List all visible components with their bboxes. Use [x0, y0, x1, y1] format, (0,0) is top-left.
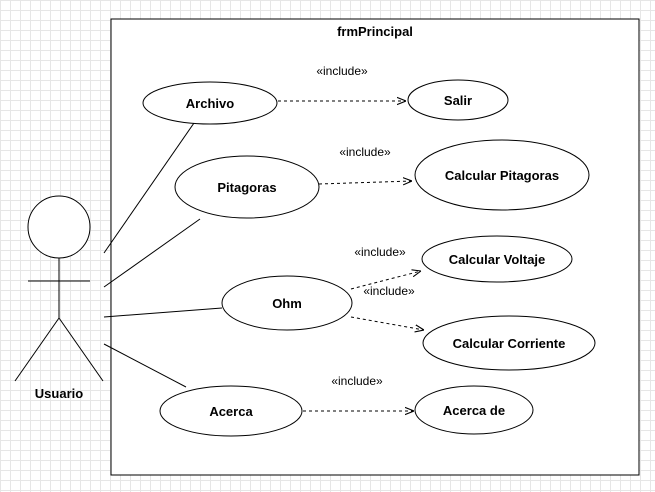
- use-case-pitagoras-ellipse: [174, 155, 320, 219]
- system-title: frmPrincipal: [337, 24, 413, 39]
- use-case-acerca-de-label: Acerca de: [443, 403, 505, 418]
- actor-right-leg: [58, 317, 104, 382]
- association-acerca: [103, 343, 187, 388]
- use-case-acerca[interactable]: Acerca: [159, 385, 303, 437]
- use-case-pitagoras[interactable]: Pitagoras: [174, 155, 320, 219]
- use-case-acerca-de-ellipse: [414, 385, 534, 435]
- use-case-ohm[interactable]: Ohm: [221, 275, 353, 331]
- use-case-calcular-pitagoras[interactable]: Calcular Pitagoras: [414, 139, 590, 211]
- use-case-calcular-pitagoras-ellipse: [414, 139, 590, 211]
- actor-head: [27, 195, 91, 259]
- include-arrow-calcular-corriente: [350, 316, 424, 330]
- use-case-calcular-voltaje-ellipse: [421, 235, 573, 283]
- use-case-archivo-label: Archivo: [186, 96, 234, 111]
- association-pitagoras: [103, 218, 201, 288]
- use-case-ohm-label: Ohm: [272, 296, 302, 311]
- include-label-acerca-de: «include»: [331, 374, 383, 388]
- use-case-calcular-corriente-ellipse: [422, 315, 596, 371]
- actor-left-leg: [14, 317, 60, 382]
- use-case-calcular-voltaje[interactable]: Calcular Voltaje: [421, 235, 573, 283]
- include-label-salir: «include»: [316, 64, 368, 78]
- use-case-acerca-de[interactable]: Acerca de: [414, 385, 534, 435]
- use-case-calcular-voltaje-label: Calcular Voltaje: [449, 252, 546, 267]
- include-arrow-calcular-voltaje: [350, 271, 421, 290]
- use-case-calcular-corriente[interactable]: Calcular Corriente: [422, 315, 596, 371]
- use-case-salir-ellipse: [407, 79, 509, 121]
- association-ohm: [103, 307, 223, 318]
- include-label-calcular-voltaje: «include»: [354, 245, 406, 259]
- use-case-pitagoras-label: Pitagoras: [217, 180, 276, 195]
- include-label-calcular-corriente: «include»: [363, 284, 415, 298]
- use-case-calcular-corriente-label: Calcular Corriente: [453, 336, 566, 351]
- use-case-salir-label: Salir: [444, 93, 472, 108]
- use-case-acerca-ellipse: [159, 385, 303, 437]
- actor-label: Usuario: [35, 386, 83, 401]
- association-archivo: [103, 122, 195, 254]
- include-label-calcular-pitagoras: «include»: [339, 145, 391, 159]
- use-case-calcular-pitagoras-label: Calcular Pitagoras: [445, 168, 559, 183]
- use-case-ohm-ellipse: [221, 275, 353, 331]
- use-case-salir[interactable]: Salir: [407, 79, 509, 121]
- use-case-acerca-label: Acerca: [209, 404, 253, 419]
- actor-usuario[interactable]: [14, 195, 104, 382]
- use-case-archivo-ellipse: [142, 81, 278, 125]
- use-case-archivo[interactable]: Archivo: [142, 81, 278, 125]
